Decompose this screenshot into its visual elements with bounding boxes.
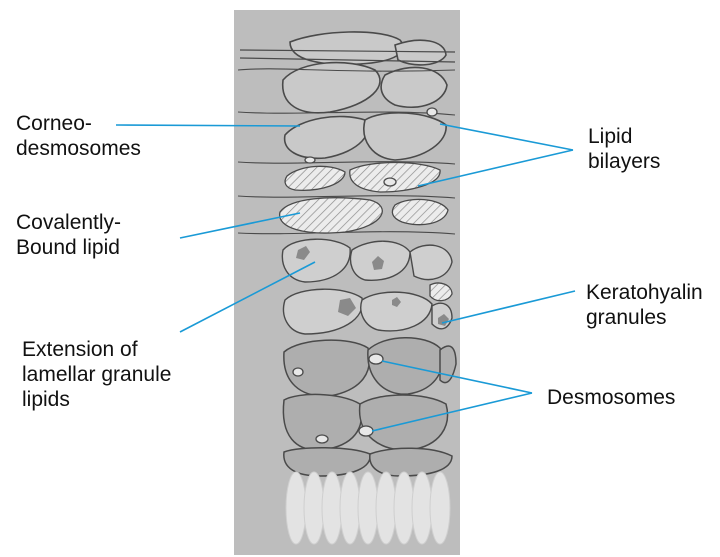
leader-keratohyalin: [442, 291, 575, 323]
label-extension-lamellar-granule-lipids: Extension of lamellar granule lipids: [22, 337, 171, 412]
label-corneodesmosomes: Corneo- desmosomes: [16, 111, 141, 161]
label-keratohyalin-granules: Keratohyalin granules: [586, 280, 703, 330]
label-covalently-bound-lipid: Covalently- Bound lipid: [16, 210, 121, 260]
stratum-basale: [286, 472, 450, 544]
label-desmosomes: Desmosomes: [547, 385, 675, 410]
label-lipid-bilayers: Lipid bilayers: [588, 124, 660, 174]
leader-corneodesmosomes: [116, 125, 300, 126]
